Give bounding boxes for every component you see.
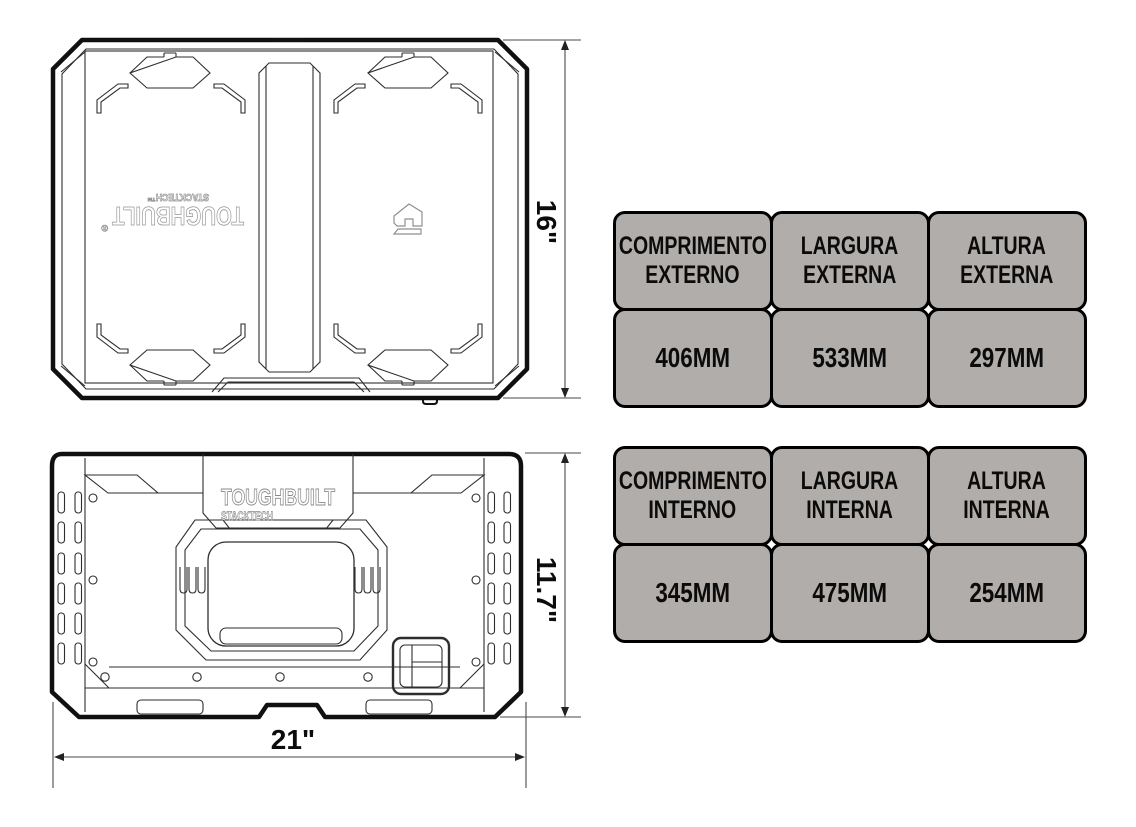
header-cell-altura-interna: ALTURA INTERNA [926,445,1087,546]
header-cell-comprimento-externo: COMPRIMENTO EXTERNO [612,210,773,311]
screw-hole [275,672,285,682]
header-cell-altura-externa: ALTURA EXTERNA [926,210,1087,311]
dim-21-arrow-right [515,753,525,761]
value-text: 345MM [655,576,730,608]
screw-hole [363,672,373,682]
front-logo: TOUGHBUILT STACKTECH [221,484,336,524]
screw-hole [88,657,98,667]
front-logo-sub: STACKTECH [221,511,273,523]
dim-16-extension-lines [503,39,581,399]
top-view-lid-panel [84,50,494,384]
dimension-11-7: 11.7" [500,452,581,718]
value-text: 475MM [812,576,887,608]
top-logo-sub: STACKTECH™ [147,191,209,203]
latch [391,636,451,696]
external-dimensions-table: COMPRIMENTO EXTERNO LARGURA EXTERNA ALTU… [612,210,1087,408]
vent-slots-right [487,491,512,665]
toolbox-front-view-drawing: TOUGHBUILT STACKTECH 11.7" 21" [49,451,581,788]
vent-slots-left [57,491,83,665]
header-line: INTERNA [963,495,1050,524]
value-cell-altura-externa: 297MM [926,307,1087,408]
top-logo-brand: TOUGHBUILT [112,201,244,231]
screw-hole [88,493,98,503]
screw-hole [88,575,98,585]
header-line: ALTURA [967,231,1046,260]
value-cell-largura-interna: 475MM [769,542,930,643]
logo-tab [202,454,354,529]
screw-hole [471,493,481,503]
toughbuilt-logo-icon [392,203,423,235]
header-line: INTERNO [648,495,737,524]
header-line: COMPRIMENTO [618,466,767,495]
dim-11-7-extension-lines [500,452,581,718]
top-logo-reg-mark: ® [101,223,108,233]
side-panel-lines [84,458,485,712]
dimension-21: 21" [52,702,527,788]
header-line: EXTERNA [959,260,1054,289]
header-cell-largura-interna: LARGURA INTERNA [769,445,930,546]
bottom-corner-diagonals [84,663,485,689]
header-line: EXTERNA [802,260,897,289]
header-cell-largura-externa: LARGURA EXTERNA [769,210,930,311]
dim-11-7-label: 11.7" [531,557,562,623]
dim-16-arrow-down [561,388,569,398]
front-logo-brand: TOUGHBUILT [221,484,335,510]
value-cell-altura-interna: 254MM [926,542,1087,643]
header-line: INTERNA [806,495,893,524]
dim-21-arrow-left [54,753,64,761]
screw-hole [471,575,481,585]
grip-comb-left [179,567,206,594]
toolbox-top-view-drawing: TOUGHBUILT ® STACKTECH™ 16" [50,37,581,405]
handle-bottom-slot [219,627,343,645]
header-line: COMPRIMENTO [618,231,767,260]
screw-hole [192,672,202,682]
value-cell-comprimento-externo: 406MM [612,307,773,408]
screw-hole [471,657,481,667]
value-cell-largura-externa: 533MM [769,307,930,408]
bottom-edge-nub [422,396,438,405]
center-hinge-strip [258,62,321,373]
header-line: LARGURA [800,466,899,495]
dim-16-label: 16" [531,200,562,244]
screw-hole [100,672,110,682]
value-text: 254MM [969,576,1044,608]
handle-bar [207,541,355,647]
dim-21-label: 21" [271,724,315,755]
dim-11-7-arrow-up [561,453,569,463]
grip-comb-right [354,567,381,594]
dim-16-arrow-up [561,40,569,50]
top-view-logo: TOUGHBUILT ® STACKTECH™ [101,191,245,234]
foot-right [365,699,433,715]
value-cell-comprimento-interno: 345MM [612,542,773,643]
header-line: EXTERNO [645,260,740,289]
dimension-16: 16" [503,39,581,399]
dim-11-7-arrow-down [561,707,569,717]
bottom-edge-tab [211,377,371,393]
header-line: LARGURA [800,231,899,260]
foot-left [136,699,204,715]
header-line: ALTURA [967,466,1046,495]
bottom-strip-lines [85,666,484,689]
top-view-outer-shell [50,37,530,401]
header-cell-comprimento-interno: COMPRIMENTO INTERNO [612,445,773,546]
value-text: 533MM [812,341,887,373]
handle-recess-outer [175,519,388,661]
value-text: 406MM [655,341,730,373]
handle-recess-inner [184,528,379,652]
lid-clip-notch [270,38,307,42]
lid-corner-diagonals [60,51,520,387]
internal-dimensions-table: COMPRIMENTO INTERNO LARGURA INTERNA ALTU… [612,445,1087,643]
front-view-outer-shell [49,451,524,720]
dim-21-extension-lines [52,702,527,788]
value-text: 297MM [969,341,1044,373]
